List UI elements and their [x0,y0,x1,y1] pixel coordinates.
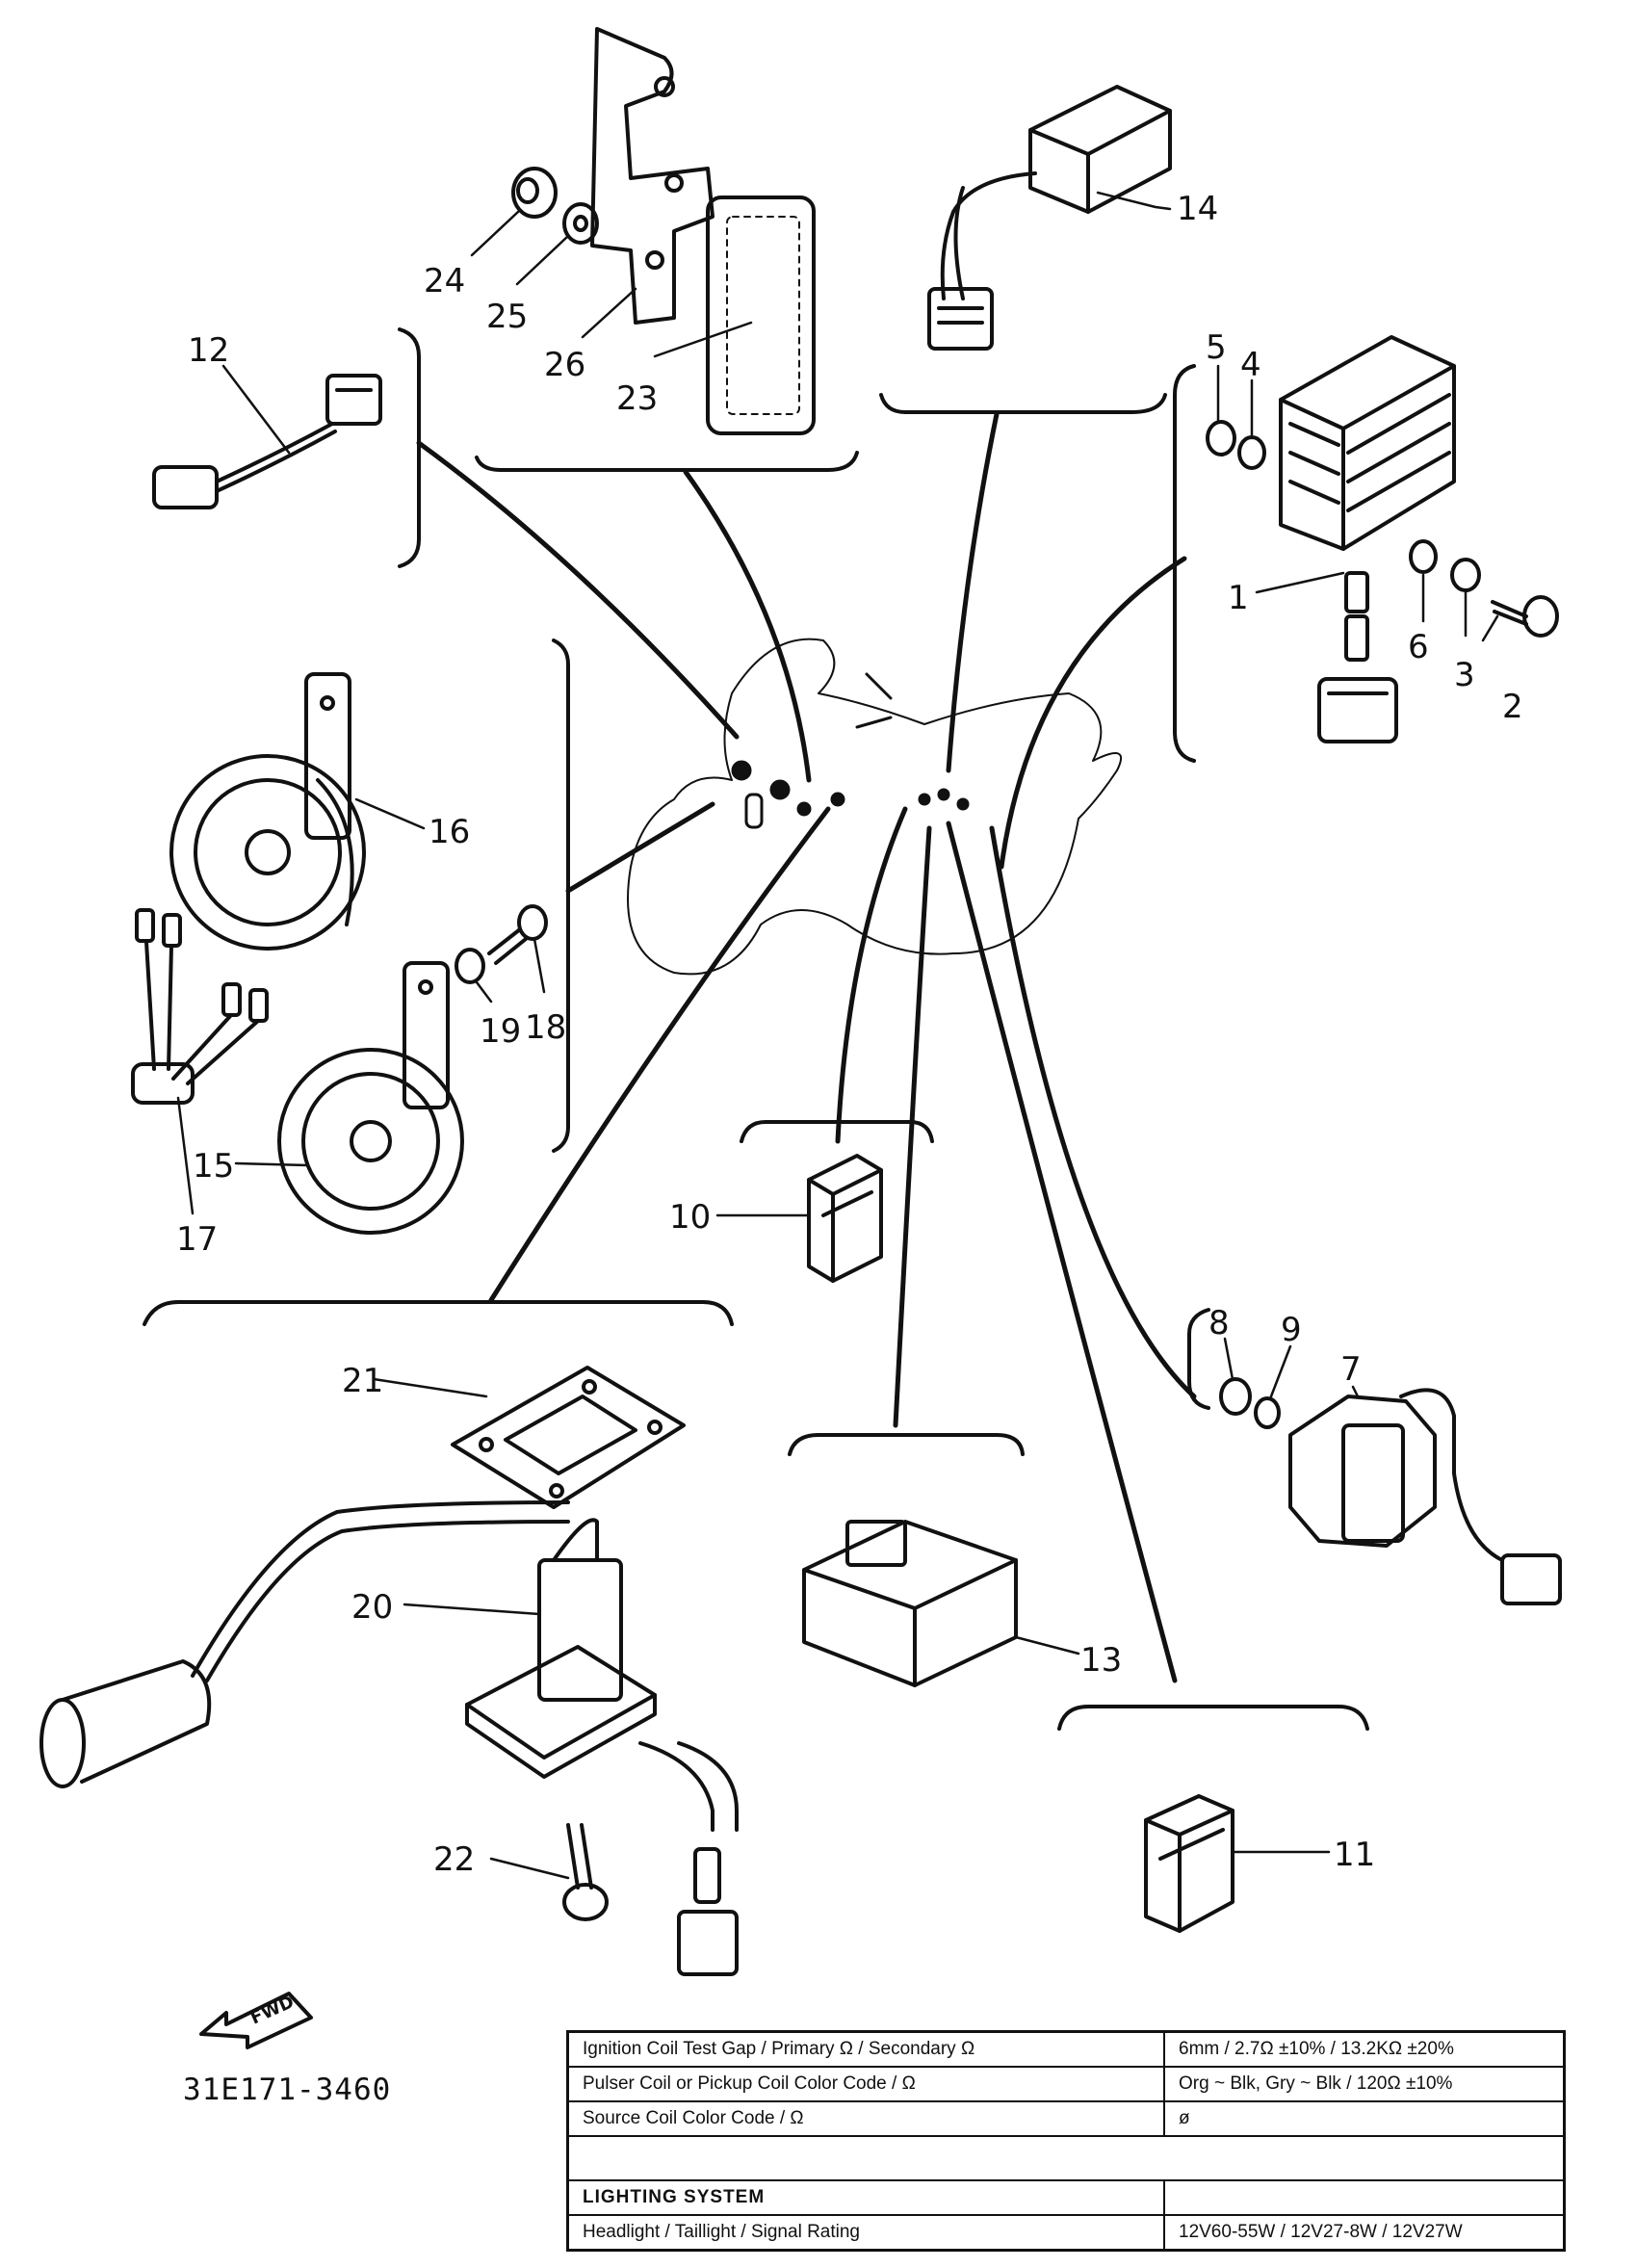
central-fasteners [731,672,970,829]
spec-value: 6mm / 2.7Ω ±10% / 13.2KΩ ±20% [1163,2030,1566,2068]
callout-5: 5 [1206,328,1227,367]
callout-1: 1 [1228,579,1249,617]
callout-22: 22 [433,1840,475,1879]
table-section-header: LIGHTING SYSTEM [566,2179,1566,2216]
table-row: Pulser Coil or Pickup Coil Color Code / … [566,2066,1566,2102]
part-22-screw [562,1823,609,1921]
callout-18: 18 [525,1008,566,1047]
part-7-ignition-coil [1288,1388,1562,1605]
spec-value: 12V60-55W / 12V27-8W / 12V27W [1163,2214,1566,2252]
table-spacer-row [567,2135,1565,2181]
part-3-nut [1450,558,1481,592]
part-25-washer [562,202,599,245]
part-23-reflector [706,196,816,435]
callout-10: 10 [669,1198,711,1237]
part-14-coupler-unit [927,85,1172,351]
callout-leaders [176,191,1499,1880]
part-24-nut [511,167,558,219]
callout-12: 12 [188,331,229,370]
part-4-washer [1237,435,1266,470]
part-5-nut [1206,420,1236,456]
drawing-code: 31E171-3460 [183,2072,392,2107]
callout-14: 14 [1177,190,1218,228]
spec-label: Pulser Coil or Pickup Coil Color Code / … [566,2066,1165,2102]
spec-label: Source Coil Color Code / Ω [566,2100,1165,2137]
spec-label: Headlight / Taillight / Signal Rating [566,2214,1165,2252]
callout-24: 24 [424,262,465,300]
callout-numbers: 1 2 3 4 5 6 7 8 9 10 11 12 13 14 15 16 1… [176,190,1523,1879]
table-row: Headlight / Taillight / Signal Rating 12… [566,2214,1566,2252]
section-title: LIGHTING SYSTEM [566,2179,1165,2216]
part-17-wire-lead [131,908,269,1105]
fwd-arrow-icon: FWD [199,1992,313,2049]
callout-21: 21 [342,1362,383,1400]
callout-25: 25 [486,298,528,336]
callout-15: 15 [193,1147,234,1186]
part-10-switch [807,1154,883,1283]
part-9-washer [1254,1396,1281,1429]
callout-2: 2 [1502,688,1523,726]
group-brackets [143,327,1369,1731]
callout-4: 4 [1240,346,1261,384]
part-18-bolt [487,904,548,965]
callout-26: 26 [544,346,585,384]
callout-8: 8 [1208,1304,1230,1343]
callout-6: 6 [1408,628,1429,666]
table-row: Ignition Coil Test Gap / Primary Ω / Sec… [566,2030,1566,2068]
callout-20: 20 [351,1588,393,1627]
part-16-horn [169,672,366,951]
motorcycle-silhouette [627,638,1123,976]
callout-9: 9 [1281,1311,1302,1349]
part-21-gasket [451,1366,686,1509]
spec-label: Ignition Coil Test Gap / Primary Ω / Sec… [566,2030,1165,2068]
leader-lines [416,411,1197,1683]
spec-value: ø [1163,2100,1566,2137]
part-8-nut [1219,1377,1252,1416]
callout-19: 19 [480,1012,521,1051]
callout-17: 17 [176,1220,218,1259]
callout-3: 3 [1454,656,1475,694]
callout-13: 13 [1080,1641,1122,1680]
part-26-bracket [590,27,715,325]
part-11-switch [1144,1794,1234,1933]
callout-16: 16 [429,813,470,851]
part-12-lead-wire [152,374,382,509]
part-13-relay [802,1520,1018,1687]
part-6-washer [1409,539,1438,574]
part-15-horn [277,961,464,1235]
spec-table: Ignition Coil Test Gap / Primary Ω / Sec… [566,2030,1566,2252]
part-2-bolt [1491,595,1559,638]
callout-7: 7 [1340,1350,1362,1389]
table-row: Source Coil Color Code / Ω ø [566,2100,1566,2137]
spec-value: Org ~ Blk, Gry ~ Blk / 120Ω ±10% [1163,2066,1566,2102]
part-20-fuel-sender [39,1500,739,1976]
part-19-washer [455,948,485,984]
part-1-rectifier-regulator [1279,335,1456,743]
callout-11: 11 [1334,1836,1375,1874]
callout-23: 23 [616,379,658,418]
fwd-label: FWD [247,1992,298,2028]
